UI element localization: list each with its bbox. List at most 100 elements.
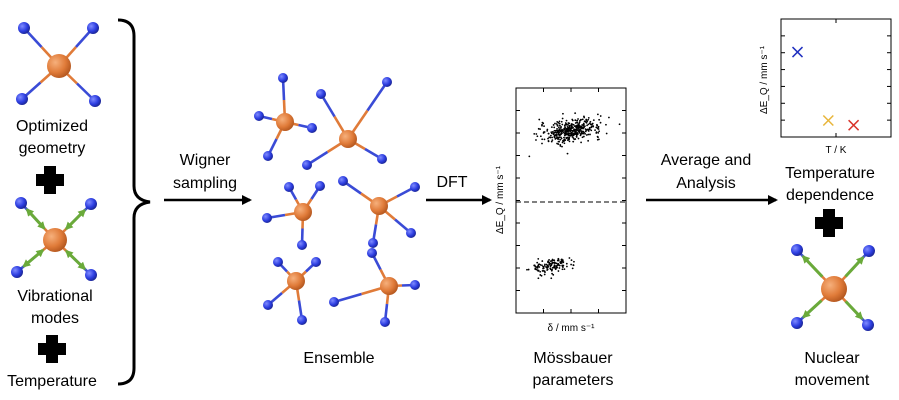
ligand-atom [367,248,377,258]
data-point [558,128,561,130]
data-point [555,266,558,269]
data-point [573,260,575,263]
vibration-arrow [22,257,35,268]
temperature-dependence-label-line2: dependence [786,187,874,204]
data-point [576,122,579,124]
ligand-atom [89,95,101,107]
data-point [557,259,560,262]
iron-atom [287,272,305,290]
ligand-atom [329,297,339,307]
data-point [569,130,572,133]
data-point [539,135,542,138]
temperature-xlabel: T / K [826,145,847,156]
vibration-arrow [74,258,86,271]
ensemble-molecules [254,73,420,327]
ligand-atom [15,197,27,209]
data-point [588,122,591,125]
mossbauer-plot-frame [515,87,627,314]
data-point [543,138,546,141]
data-point [546,265,549,268]
data-point [584,128,587,131]
data-point [575,136,578,138]
data-point [543,264,546,267]
temperature-label: Temperature [7,373,97,390]
ligand-atom [85,269,97,281]
data-point [561,145,563,148]
data-point [582,122,585,125]
ligand-atom [382,77,392,87]
ligand-atom [316,89,326,99]
data-point [541,138,544,141]
data-point [563,138,565,141]
data-point [595,132,598,134]
data-point [583,120,586,123]
data-point [587,139,590,142]
data-point [556,127,558,130]
data-point [594,129,596,132]
ligand-atom [368,238,378,248]
ligand-atom [311,257,321,267]
data-point [575,125,577,127]
data-point [563,142,566,145]
data-point [585,118,588,121]
data-point [587,117,590,119]
data-point [592,124,594,127]
data-point [577,118,579,120]
data-point [590,123,593,126]
data-point [605,123,607,126]
vibration-arrow [65,249,77,262]
data-point [537,277,540,280]
data-point [555,135,558,137]
data-point [597,125,600,128]
data-point [577,124,580,127]
data-point [547,132,550,135]
data-point [552,273,555,276]
data-point [575,132,577,135]
data-point [543,125,545,128]
mossbauer-label-line2: parameters [533,372,614,389]
data-point [587,133,590,136]
data-point [548,259,550,261]
data-point [565,119,568,122]
data-point [564,126,567,129]
data-point [572,137,575,139]
wigner-label-line2: sampling [173,175,237,192]
iron-atom [276,113,294,131]
data-point [572,123,575,126]
data-point [549,260,552,263]
data-point [570,129,573,132]
data-point [549,134,552,137]
ligand-atom [297,315,307,325]
data-point [552,124,555,126]
data-point [560,133,562,136]
data-point [589,133,591,136]
data-point [538,266,541,268]
data-point [570,127,573,129]
data-point [576,127,578,130]
data-point [533,264,536,267]
data-point [534,268,537,271]
data-point [549,268,552,271]
iron-atom [47,54,71,78]
data-point [567,122,570,124]
data-point [598,138,600,141]
nuclear-movement-molecule [791,244,875,331]
data-point [563,124,566,127]
data-point [568,124,571,127]
data-point [588,126,591,129]
plus-icon [815,209,843,237]
data-point [526,268,528,271]
data-point [559,127,562,129]
data-point [566,152,569,155]
ligand-atom [863,245,875,257]
data-point [587,129,590,132]
iron-atom [370,197,388,215]
ligand-atom [406,228,416,238]
data-point [562,112,564,115]
ligand-atom [307,123,317,133]
data-point [551,131,554,133]
ligand-atom [273,257,283,267]
ligand-atom [11,266,23,278]
data-point [590,125,593,128]
